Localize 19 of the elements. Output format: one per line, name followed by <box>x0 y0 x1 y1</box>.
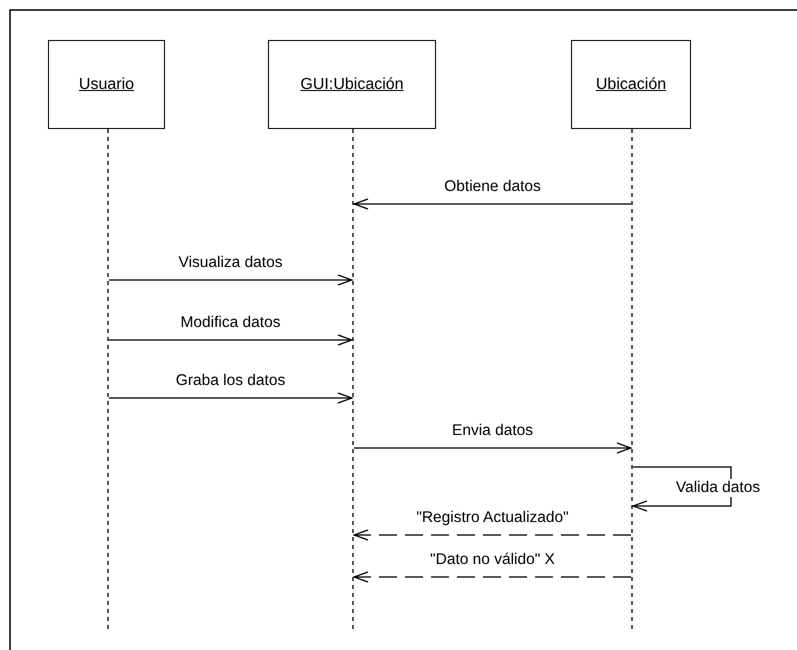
message-arrow <box>353 529 631 541</box>
message-arrow <box>632 466 732 512</box>
message-arrow <box>353 198 631 210</box>
message-arrow <box>109 334 353 346</box>
object-name: GUI:Ubicación <box>300 76 404 94</box>
lifeline <box>107 129 109 629</box>
object-name: Usuario <box>78 76 134 94</box>
message-arrow <box>353 571 631 583</box>
message-arrow <box>109 392 353 404</box>
lifeline <box>631 129 633 629</box>
message-label: "Registro Actualizado" <box>414 509 571 527</box>
lifeline <box>352 129 354 629</box>
lifeline-head-box <box>571 40 691 129</box>
object-name: Ubicación <box>596 76 666 94</box>
message-arrow <box>109 274 353 286</box>
lifeline-head-box <box>268 40 436 129</box>
message-label: Valida datos <box>674 479 762 497</box>
message-arrow <box>354 442 632 454</box>
lifeline-head-box <box>48 40 165 129</box>
